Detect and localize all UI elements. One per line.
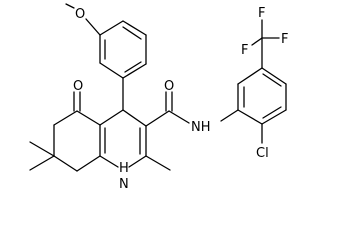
atom-amide-oxygen: O: [164, 79, 174, 94]
bond-c3-carbonyl: [145, 110, 170, 127]
atom-fluorine-bottom: F: [241, 43, 248, 58]
bond-carbonyl-n: [168, 110, 190, 124]
chlorophenyl-ring: [237, 67, 287, 125]
atom-ring-nitrogen: N: [119, 177, 129, 192]
bond-cf3-f-bottom: [251, 37, 263, 46]
bond-c2-methyl: [145, 155, 171, 171]
atom-ketone-oxygen: O: [73, 79, 83, 94]
molecule-structure: O O O NH H N Cl F F F: [29, 3, 288, 192]
bond-methoxy-o-aryl: [85, 18, 101, 36]
atom-amide-nh: NH: [191, 120, 211, 135]
structure-canvas: O O O NH H N Cl F F F: [29, 3, 288, 192]
atom-fluorine-right: F: [281, 32, 288, 47]
methoxyphenyl-ring: [99, 20, 147, 79]
bond-n-aryl: [220, 109, 239, 122]
cyclohexenone-ring: [53, 110, 101, 172]
atom-chlorine: Cl: [256, 146, 269, 161]
atom-fluorine-top: F: [258, 6, 265, 21]
bond-methoxy-methyl: [65, 3, 75, 9]
atom-methoxy-oxygen: O: [75, 7, 85, 22]
dihydropyridine-ring: [99, 109, 147, 168]
bond-gem-methyl-2: [29, 155, 55, 171]
atom-ring-n-hydrogen: H: [119, 161, 129, 176]
bond-gem-methyl-1: [29, 141, 55, 157]
